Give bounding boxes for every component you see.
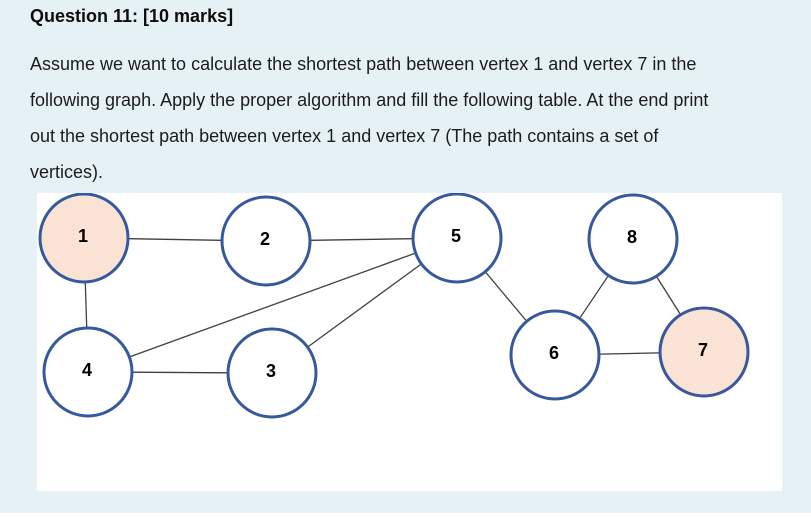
graph-node-label-3: 3	[266, 361, 276, 381]
graph-node-7	[658, 306, 750, 398]
graph-node-3	[226, 327, 318, 419]
graph-node-4	[42, 326, 134, 418]
graph-node-label-2: 2	[260, 229, 270, 249]
graph-node-label-7: 7	[698, 340, 708, 360]
graph-node-1	[38, 193, 130, 284]
graph-edge-2-5	[310, 238, 413, 241]
graph-node-8	[587, 193, 679, 285]
graph-node-label-6: 6	[549, 343, 559, 363]
graph-node-label-5: 5	[451, 226, 461, 246]
graph-edge-1-4	[84, 282, 88, 328]
page-bottom-strip	[0, 513, 811, 518]
graph-figure: 1 2 5 8 4 3 6 7	[37, 193, 782, 491]
graph-node-label-1: 1	[78, 226, 88, 246]
graph-edge-1-2	[128, 238, 222, 241]
graph-edge-3-5	[308, 263, 421, 348]
graph-edge-6-8	[579, 275, 609, 319]
question-body-line-2: following graph. Apply the proper algori…	[30, 90, 709, 110]
graph-svg: 1 2 5 8 4 3 6 7	[38, 193, 750, 419]
graph-edge-4-5	[130, 252, 415, 358]
graph-edge-5-6	[485, 272, 527, 321]
graph-node-2	[220, 195, 312, 287]
graph-node-5	[411, 193, 503, 284]
question-body-line-1: Assume we want to calculate the shortest…	[30, 54, 697, 74]
graph-node-label-8: 8	[627, 227, 637, 247]
question-title: Question 11: [10 marks]	[30, 6, 234, 26]
graph-edge-4-3	[132, 371, 228, 374]
graph-edge-8-7	[656, 276, 681, 315]
question-body-line-3: out the shortest path between vertex 1 a…	[30, 126, 659, 146]
graph-node-label-4: 4	[82, 360, 92, 380]
graph-node-6	[509, 309, 601, 401]
question-body: Assume we want to calculate the shortest…	[30, 46, 708, 190]
question-body-line-4: vertices).	[30, 162, 104, 182]
graph-edge-6-7	[599, 352, 660, 355]
